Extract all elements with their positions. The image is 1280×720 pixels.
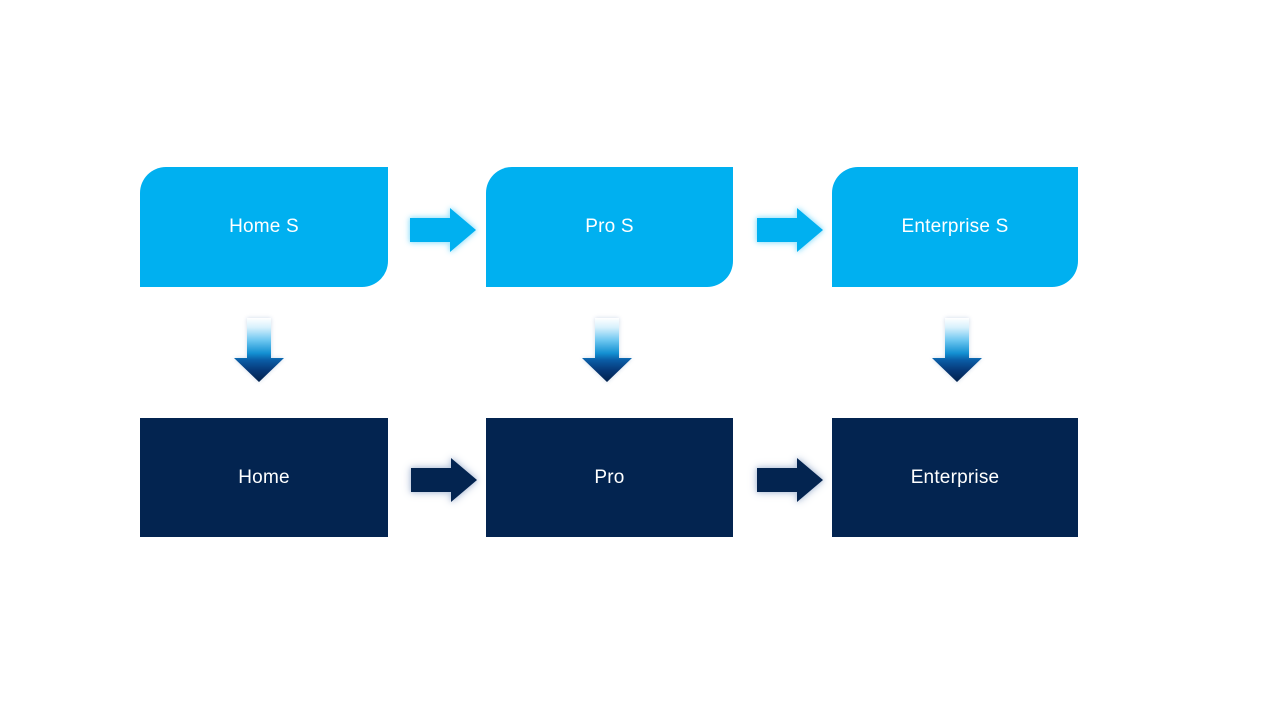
node-enterprise-label: Enterprise	[910, 466, 1000, 488]
down-arrow-icon	[582, 318, 632, 382]
down-arrow-icon	[234, 318, 284, 382]
right-arrow-icon	[757, 458, 823, 502]
right-arrow-icon	[411, 458, 477, 502]
node-enterprise: Enterprise	[832, 418, 1078, 537]
node-home-label: Home	[238, 466, 290, 488]
node-home: Home	[140, 418, 388, 537]
node-pro-label: Pro	[594, 466, 625, 488]
node-home-s: Home S	[140, 167, 388, 287]
node-enterprise-s-label: Enterprise S	[901, 216, 1009, 237]
down-arrow-icon	[932, 318, 982, 382]
node-pro-s: Pro S	[486, 167, 733, 287]
node-home-s-label: Home S	[229, 216, 299, 237]
right-arrow-icon	[410, 208, 476, 252]
right-arrow-icon	[757, 208, 823, 252]
node-pro: Pro	[486, 418, 733, 537]
node-enterprise-s: Enterprise S	[832, 167, 1078, 287]
node-pro-s-label: Pro S	[585, 216, 634, 237]
